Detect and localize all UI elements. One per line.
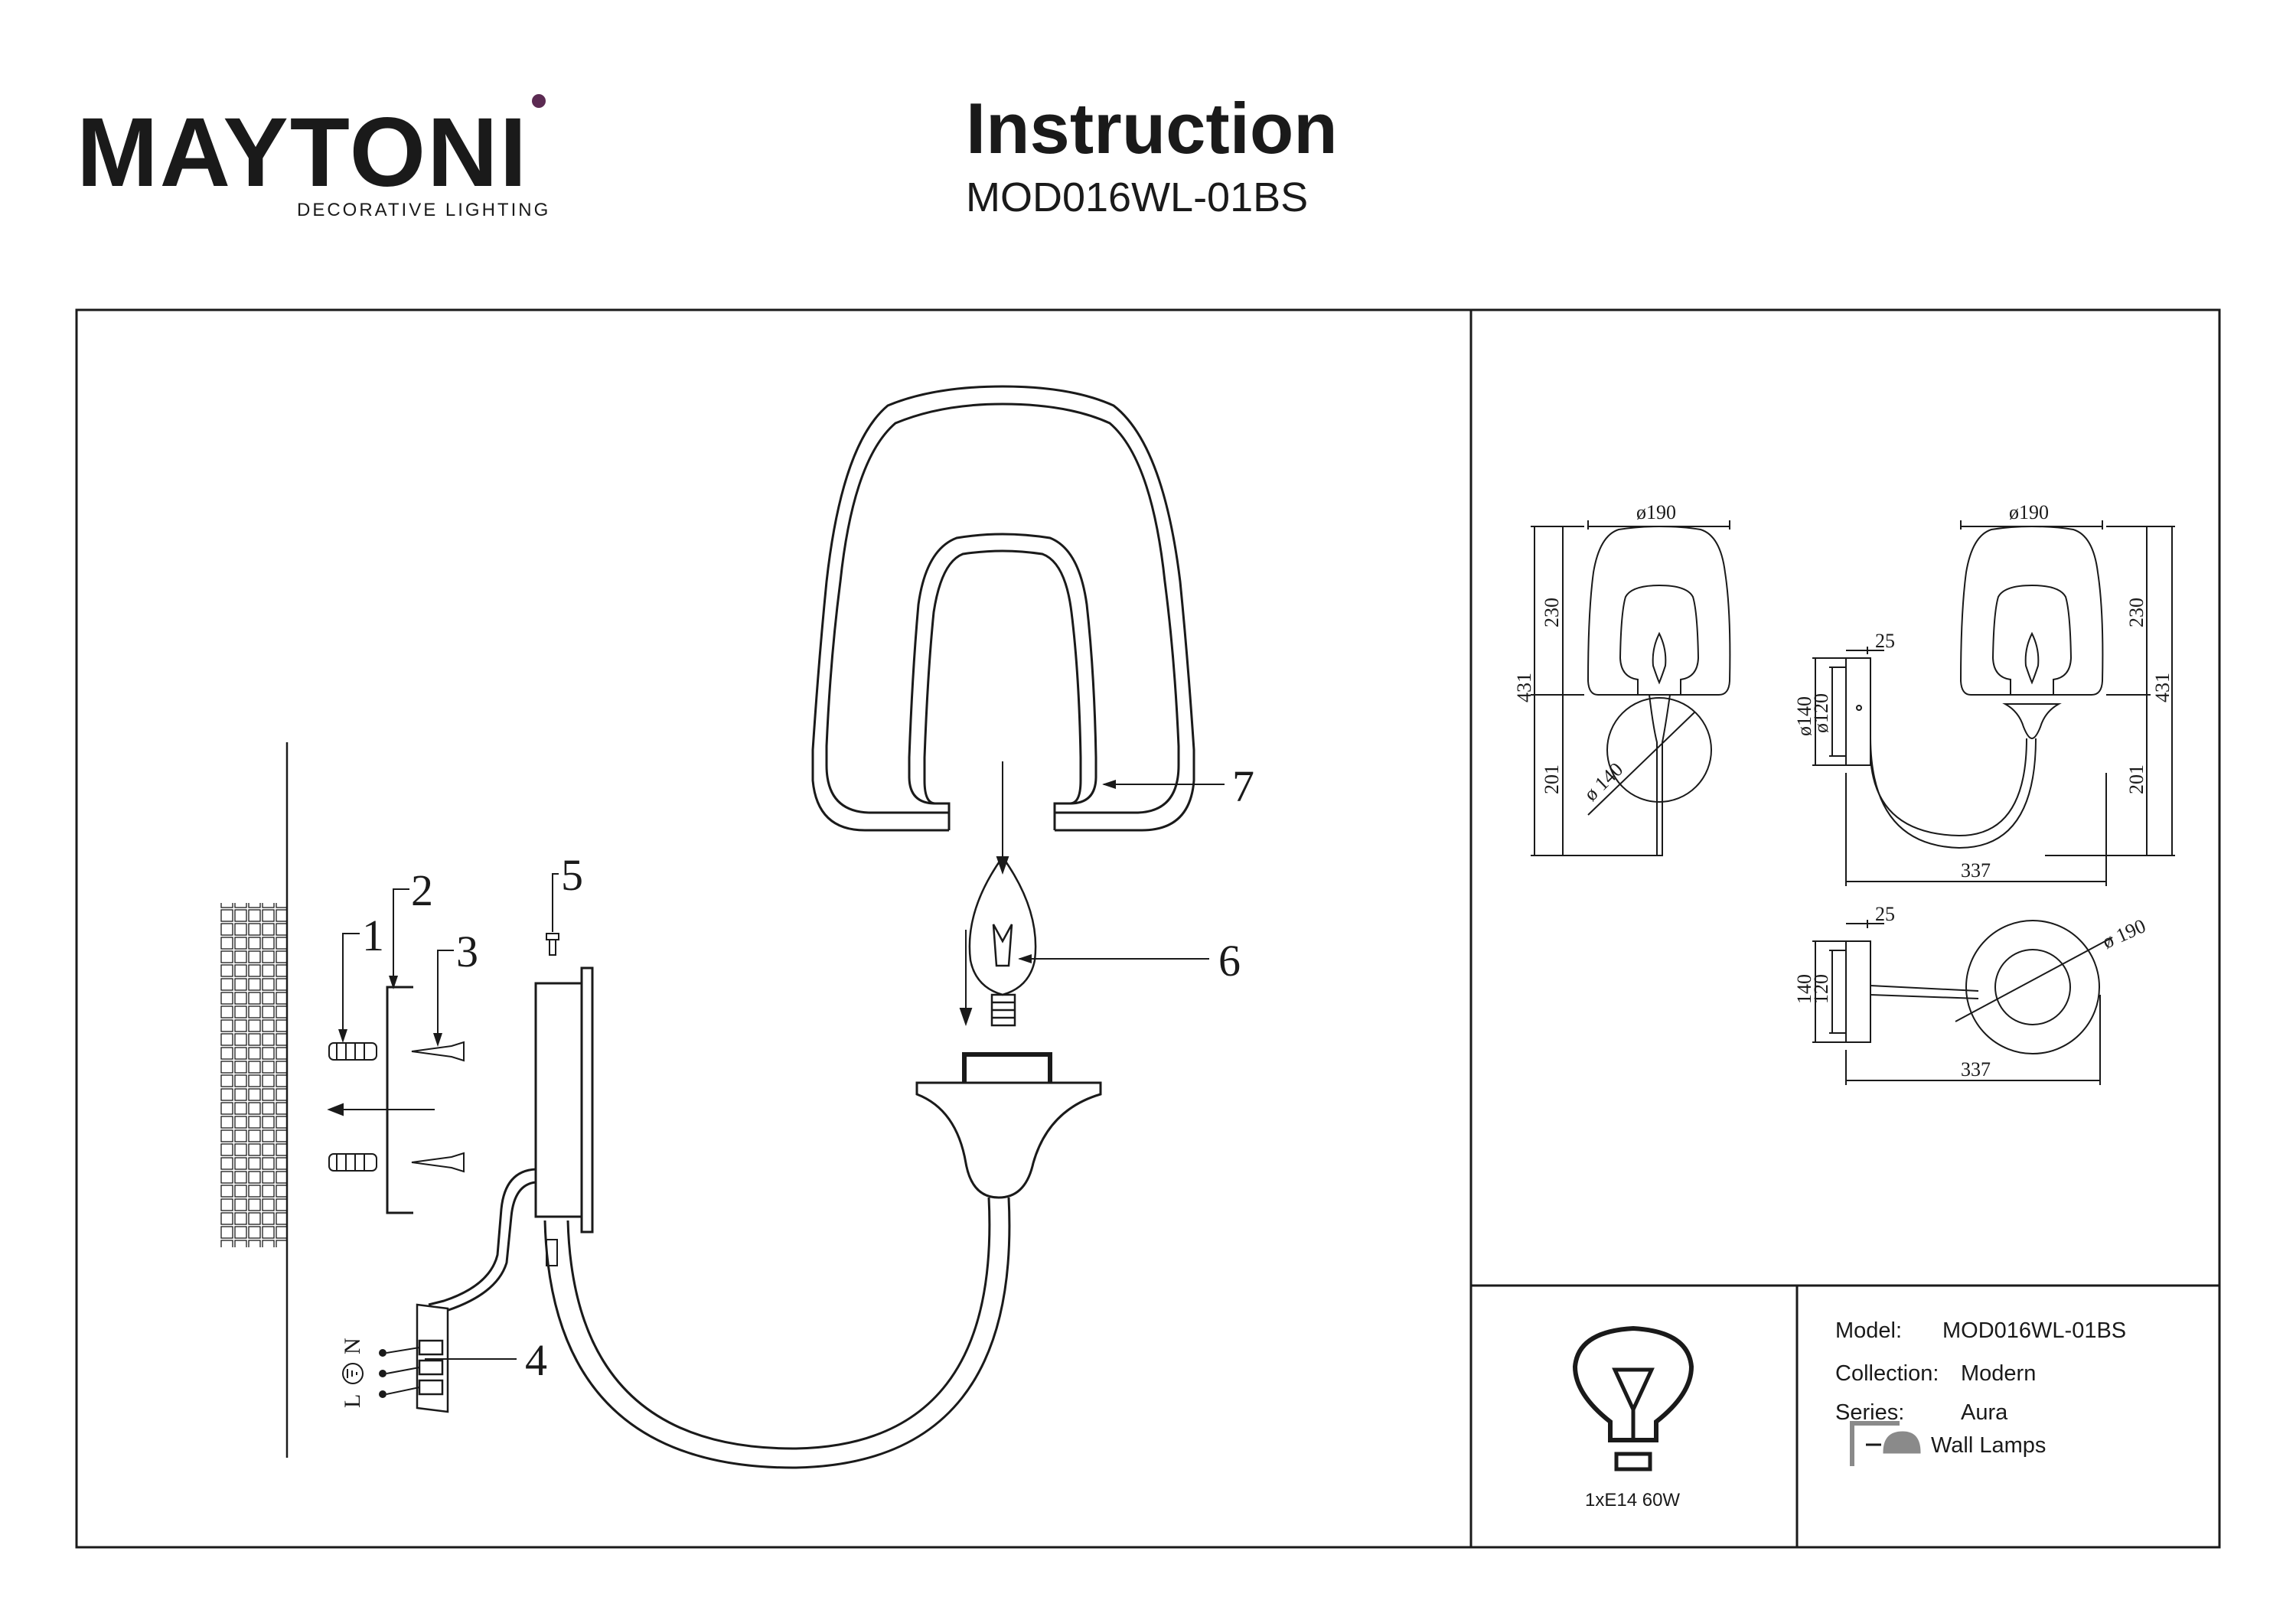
- top-plate-inner-label: 120: [1810, 974, 1832, 1004]
- side-view: [1812, 520, 2175, 886]
- callout-2: 2: [411, 865, 433, 915]
- side-lower-height-label: 201: [2125, 764, 2148, 794]
- lamp-holder-base: [915, 1052, 1102, 1199]
- category-value: Wall Lamps: [1931, 1433, 2046, 1458]
- supply-cable: [428, 1168, 536, 1316]
- side-plate-depth-label: 25: [1875, 630, 1895, 652]
- wire-label-live: L: [340, 1394, 365, 1408]
- model-code: MOD016WL-01BS: [966, 174, 1308, 220]
- top-diameter-label: ø 190: [2099, 914, 2149, 953]
- logo-tagline: DECORATIVE LIGHTING: [297, 200, 550, 220]
- wall-lamp-icon: [1850, 1421, 1921, 1466]
- wall-plug: [328, 1042, 377, 1172]
- logo-dot: [532, 94, 546, 108]
- wire-label-neutral: N: [340, 1338, 365, 1354]
- candle-bulb: [968, 855, 1037, 1027]
- top-width-label: 337: [1961, 1058, 1991, 1080]
- screw: [411, 1041, 465, 1173]
- front-shade-height-label: 230: [1541, 598, 1563, 627]
- glass-shade: [811, 385, 1195, 832]
- assembly-arrows: [959, 761, 1009, 1027]
- side-total-height-label: 431: [2151, 673, 2174, 702]
- frame: [75, 308, 2221, 1549]
- callout-7: 7: [1232, 761, 1254, 811]
- callout-leaders: [342, 784, 1225, 1360]
- front-base-diameter-label: ø 140: [1580, 758, 1627, 805]
- series-label: Series:: [1835, 1400, 1904, 1425]
- ground-icon: [342, 1363, 364, 1384]
- collection-label: Collection:: [1835, 1361, 1939, 1386]
- wiring-connections: [379, 1347, 420, 1398]
- lamp-arm: [543, 1197, 1011, 1469]
- brand-logo: MAYTONI DECORATIVE LIGHTING: [77, 94, 550, 220]
- collection-value: Modern: [1961, 1361, 2036, 1386]
- side-diameter-label: ø190: [2009, 501, 2049, 523]
- side-plate-outer-label: ø140: [1793, 696, 1815, 736]
- callout-3: 3: [456, 927, 478, 976]
- top-plate-outer-label: 140: [1793, 974, 1815, 1004]
- mount-direction-arrow: [327, 1103, 435, 1116]
- top-plate-depth-label: 25: [1875, 903, 1895, 925]
- assembly-diagram: N L: [220, 385, 1254, 1469]
- callout-5: 5: [561, 850, 583, 900]
- front-total-height-label: 431: [1513, 673, 1535, 702]
- side-width-label: 337: [1961, 859, 1991, 882]
- front-lower-height-label: 201: [1541, 764, 1563, 794]
- side-shade-height-label: 230: [2125, 598, 2148, 627]
- callout-4: 4: [525, 1335, 547, 1385]
- callout-1: 1: [362, 911, 384, 960]
- callout-6: 6: [1218, 936, 1241, 986]
- front-diameter-label: ø190: [1636, 501, 1676, 523]
- wall-plate: [534, 966, 594, 1234]
- bulb-spec-text: 1xE14 60W: [1585, 1490, 1680, 1511]
- front-view: [1531, 520, 1731, 856]
- wall-brick-hatch: [220, 903, 287, 1247]
- logo-text: MAYTONI: [77, 98, 528, 207]
- model-label: Model:: [1835, 1318, 1902, 1343]
- cap-screw: [546, 933, 559, 956]
- page-title: Instruction: [966, 88, 1338, 168]
- side-plate-inner-label: ø120: [1810, 693, 1832, 733]
- series-value: Aura: [1961, 1400, 2008, 1425]
- bulb-spec: 1xE14 60W: [1572, 1325, 1694, 1511]
- top-view: [1812, 920, 2113, 1085]
- mounting-bracket: [386, 986, 413, 1214]
- product-info: Model: MOD016WL-01BS Collection: Modern …: [1835, 1318, 2126, 1466]
- callout-arrowheads: [338, 780, 1116, 1047]
- dimension-drawings: ø190 431 230 201 ø 140: [1513, 501, 2175, 1085]
- model-value: MOD016WL-01BS: [1942, 1318, 2126, 1343]
- wall: [220, 742, 289, 1458]
- bulb-icon: [1572, 1325, 1694, 1471]
